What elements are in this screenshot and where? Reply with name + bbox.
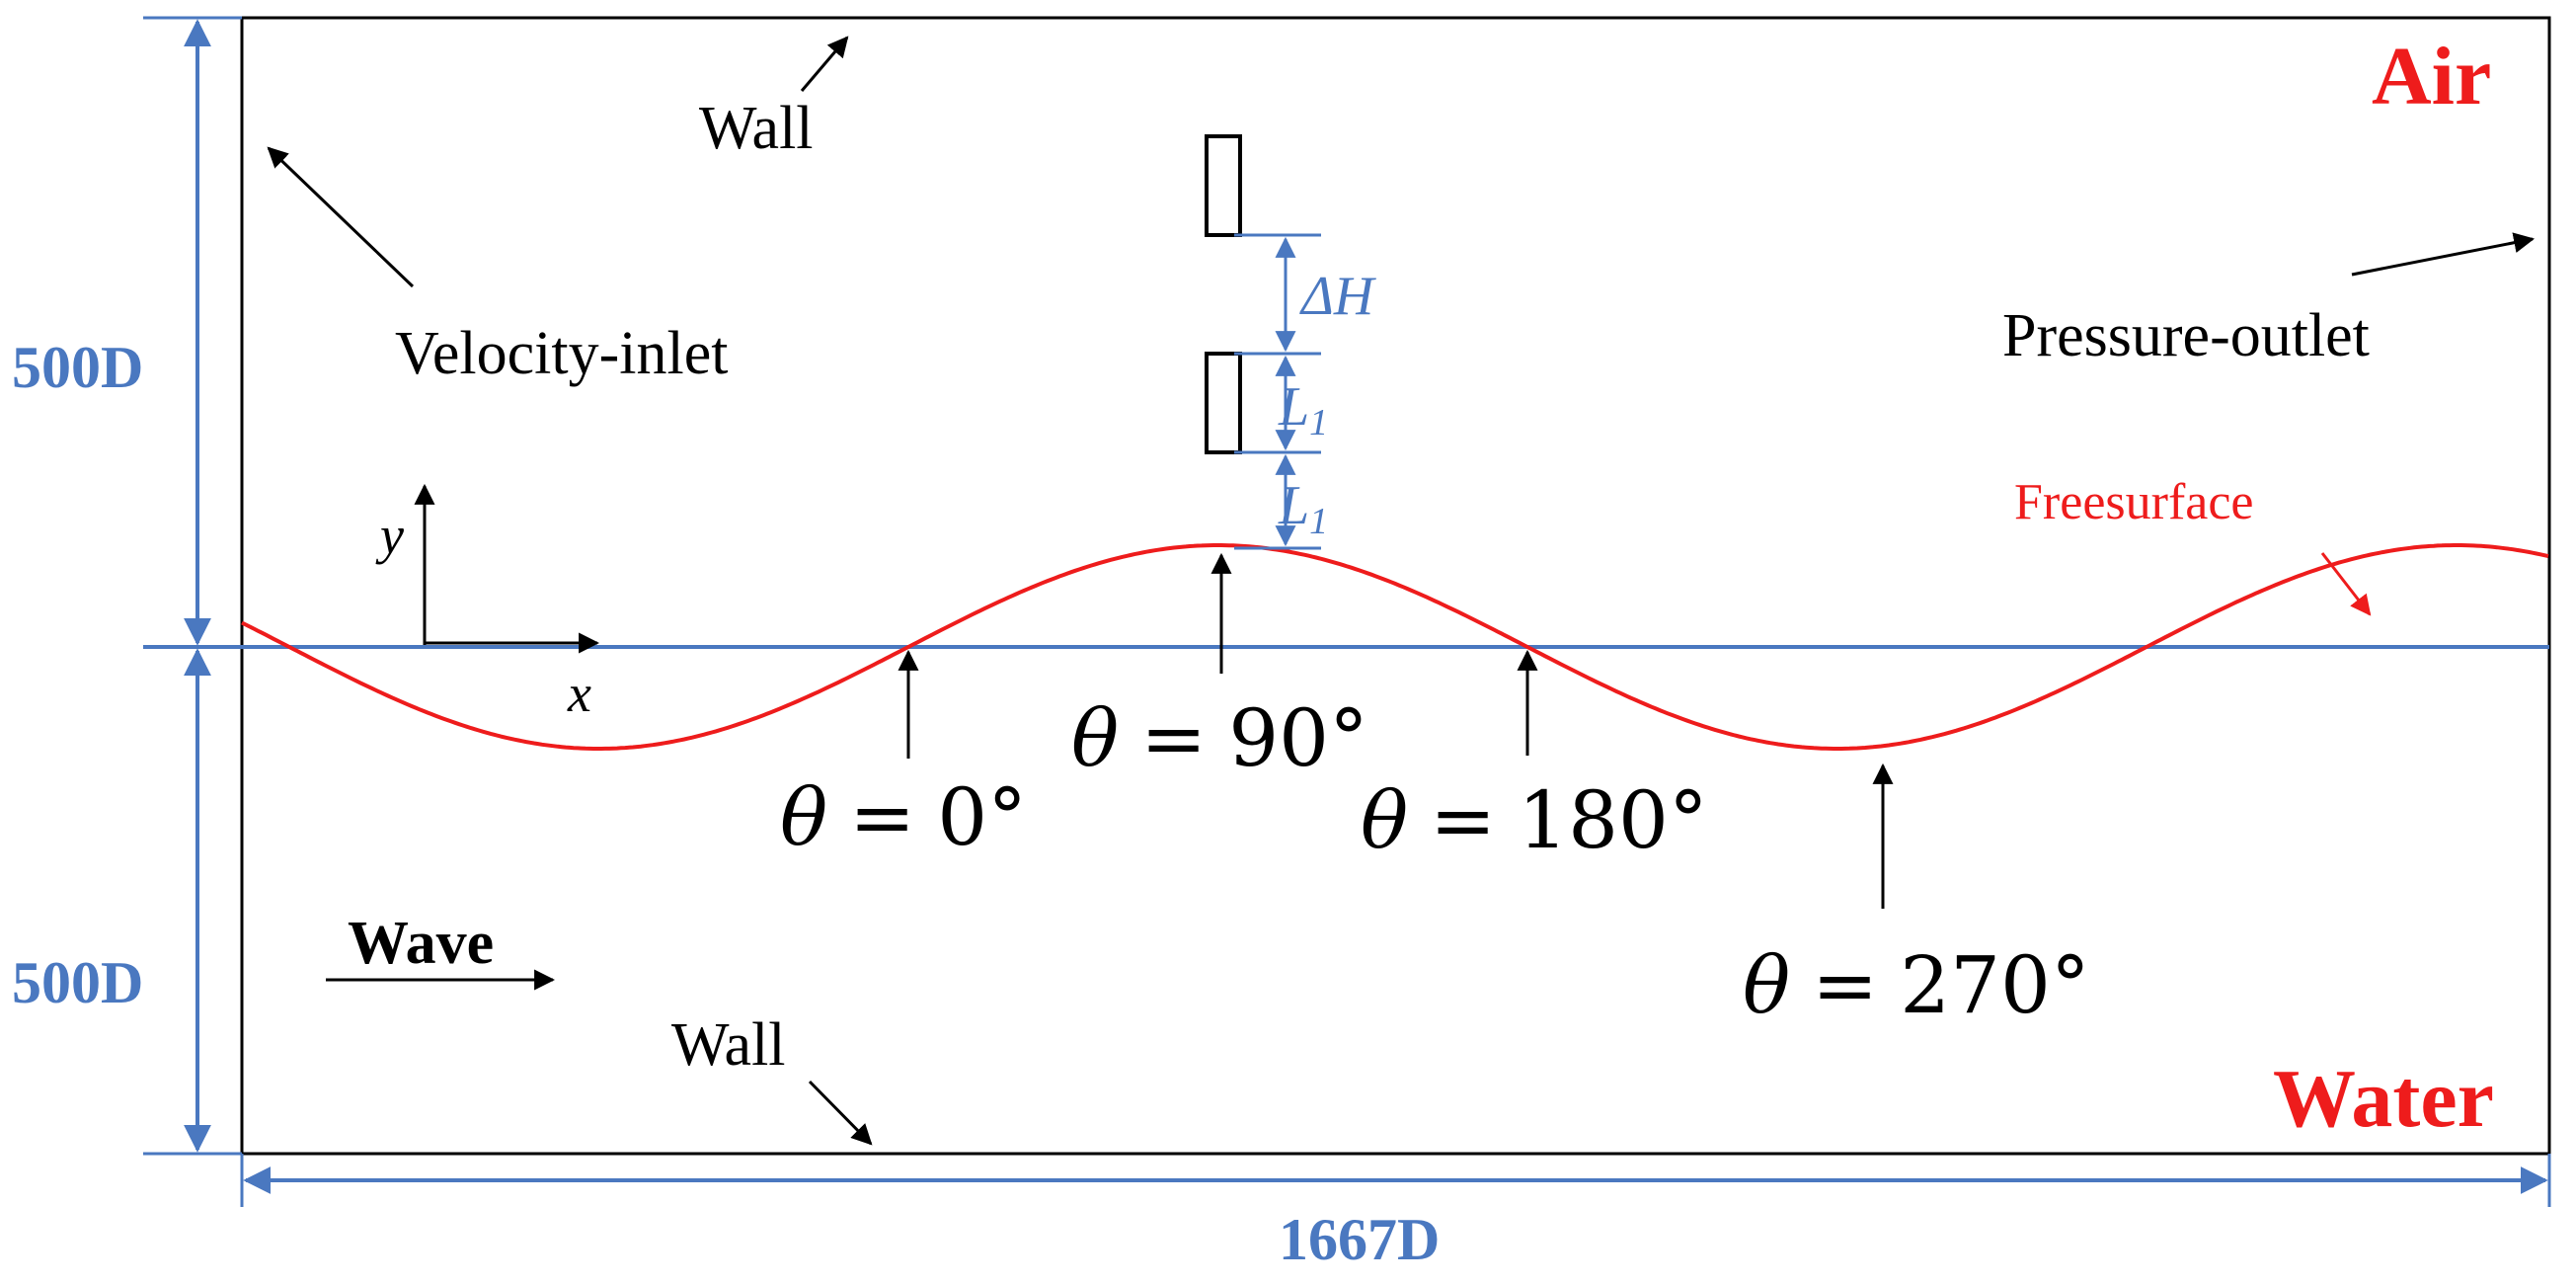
left-dimension-lines <box>143 16 242 1156</box>
inlet-label: Velocity-inlet <box>395 320 728 387</box>
air-region-label: Air <box>2372 31 2491 122</box>
top-wall-label: Wall <box>699 95 814 162</box>
length-label-lower: L1 <box>1278 475 1328 542</box>
freesurface-arrow <box>2320 552 2372 616</box>
length-label: 1667D <box>1279 1207 1440 1272</box>
x-axis-label: x <box>567 664 591 723</box>
wave-direction-label: Wave <box>348 910 494 977</box>
upper-height-label: 500D <box>12 335 143 400</box>
bottom-wall-arrow <box>808 1080 873 1146</box>
lower-height-label: 500D <box>12 950 143 1015</box>
outlet-label: Pressure-outlet <box>2002 302 2370 369</box>
water-region-label: Water <box>2273 1053 2494 1145</box>
spacing-dimension-lines <box>1234 233 1321 550</box>
length-label-upper: L1 <box>1278 376 1328 443</box>
phase-270-label: θ=270° <box>1743 939 2090 1031</box>
free-surface-curve <box>241 543 2549 751</box>
domain-boundary <box>240 16 2551 1156</box>
bottom-dimension-lines <box>240 1154 2551 1207</box>
outlet-arrow <box>2351 232 2536 277</box>
bottom-wall-label: Wall <box>671 1011 786 1079</box>
phase-90-label: θ=90° <box>1071 692 1368 784</box>
upper-cylinder <box>1205 134 1242 237</box>
gap-label: ΔH <box>1299 266 1376 327</box>
phase-0-label: θ=0° <box>780 771 1027 863</box>
inlet-arrow <box>267 146 415 288</box>
phase-180-label: θ=180° <box>1361 774 1708 866</box>
y-axis-label: y <box>375 506 404 565</box>
top-wall-arrow <box>800 36 849 92</box>
freesurface-label: Freesurface <box>2014 474 2254 530</box>
lower-cylinder <box>1205 352 1242 454</box>
